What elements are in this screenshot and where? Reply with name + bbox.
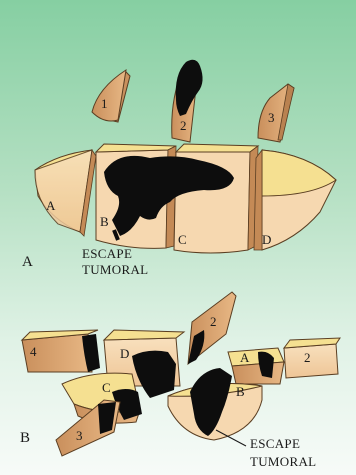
section-b-b-label: B xyxy=(236,384,245,399)
section-b-a: A xyxy=(228,348,284,384)
section-a: A xyxy=(35,150,96,236)
panel-a: 1 2 3 A B xyxy=(22,60,336,277)
section-b-c-label: C xyxy=(102,380,111,395)
panel-b: 2 4 D C 3 xyxy=(20,292,340,469)
section-a-label: A xyxy=(46,198,56,213)
panel-a-caption-line2: TUMORAL xyxy=(82,262,148,277)
slice-2-label: 2 xyxy=(180,118,187,133)
panel-a-label: A xyxy=(22,254,33,270)
section-b-a-label: A xyxy=(240,350,250,365)
section-b-2-right: 2 xyxy=(284,338,340,378)
panel-b-label: B xyxy=(20,430,30,446)
section-c-label: C xyxy=(178,232,187,247)
section-b-4-label: 4 xyxy=(30,344,37,359)
section-d-label: D xyxy=(262,232,271,247)
slice-1: 1 xyxy=(92,70,130,122)
section-b-4: 4 xyxy=(22,330,100,372)
slice-1-label: 1 xyxy=(101,96,108,111)
panel-b-caption-line1: ESCAPE xyxy=(250,436,300,451)
slice-b-2-top-label: 2 xyxy=(210,314,217,329)
slice-2: 2 xyxy=(172,60,203,142)
slice-3: 3 xyxy=(258,84,294,142)
panel-a-caption-line1: ESCAPE xyxy=(82,246,132,261)
panel-b-caption-line2: TUMORAL xyxy=(250,454,316,469)
section-b-2-right-label: 2 xyxy=(304,350,311,365)
section-b-label: B xyxy=(100,214,109,229)
slice-3-label: 3 xyxy=(268,110,275,125)
section-b-d-label: D xyxy=(120,346,129,361)
section-b-3-label: 3 xyxy=(76,428,83,443)
section-d: D xyxy=(254,150,336,250)
